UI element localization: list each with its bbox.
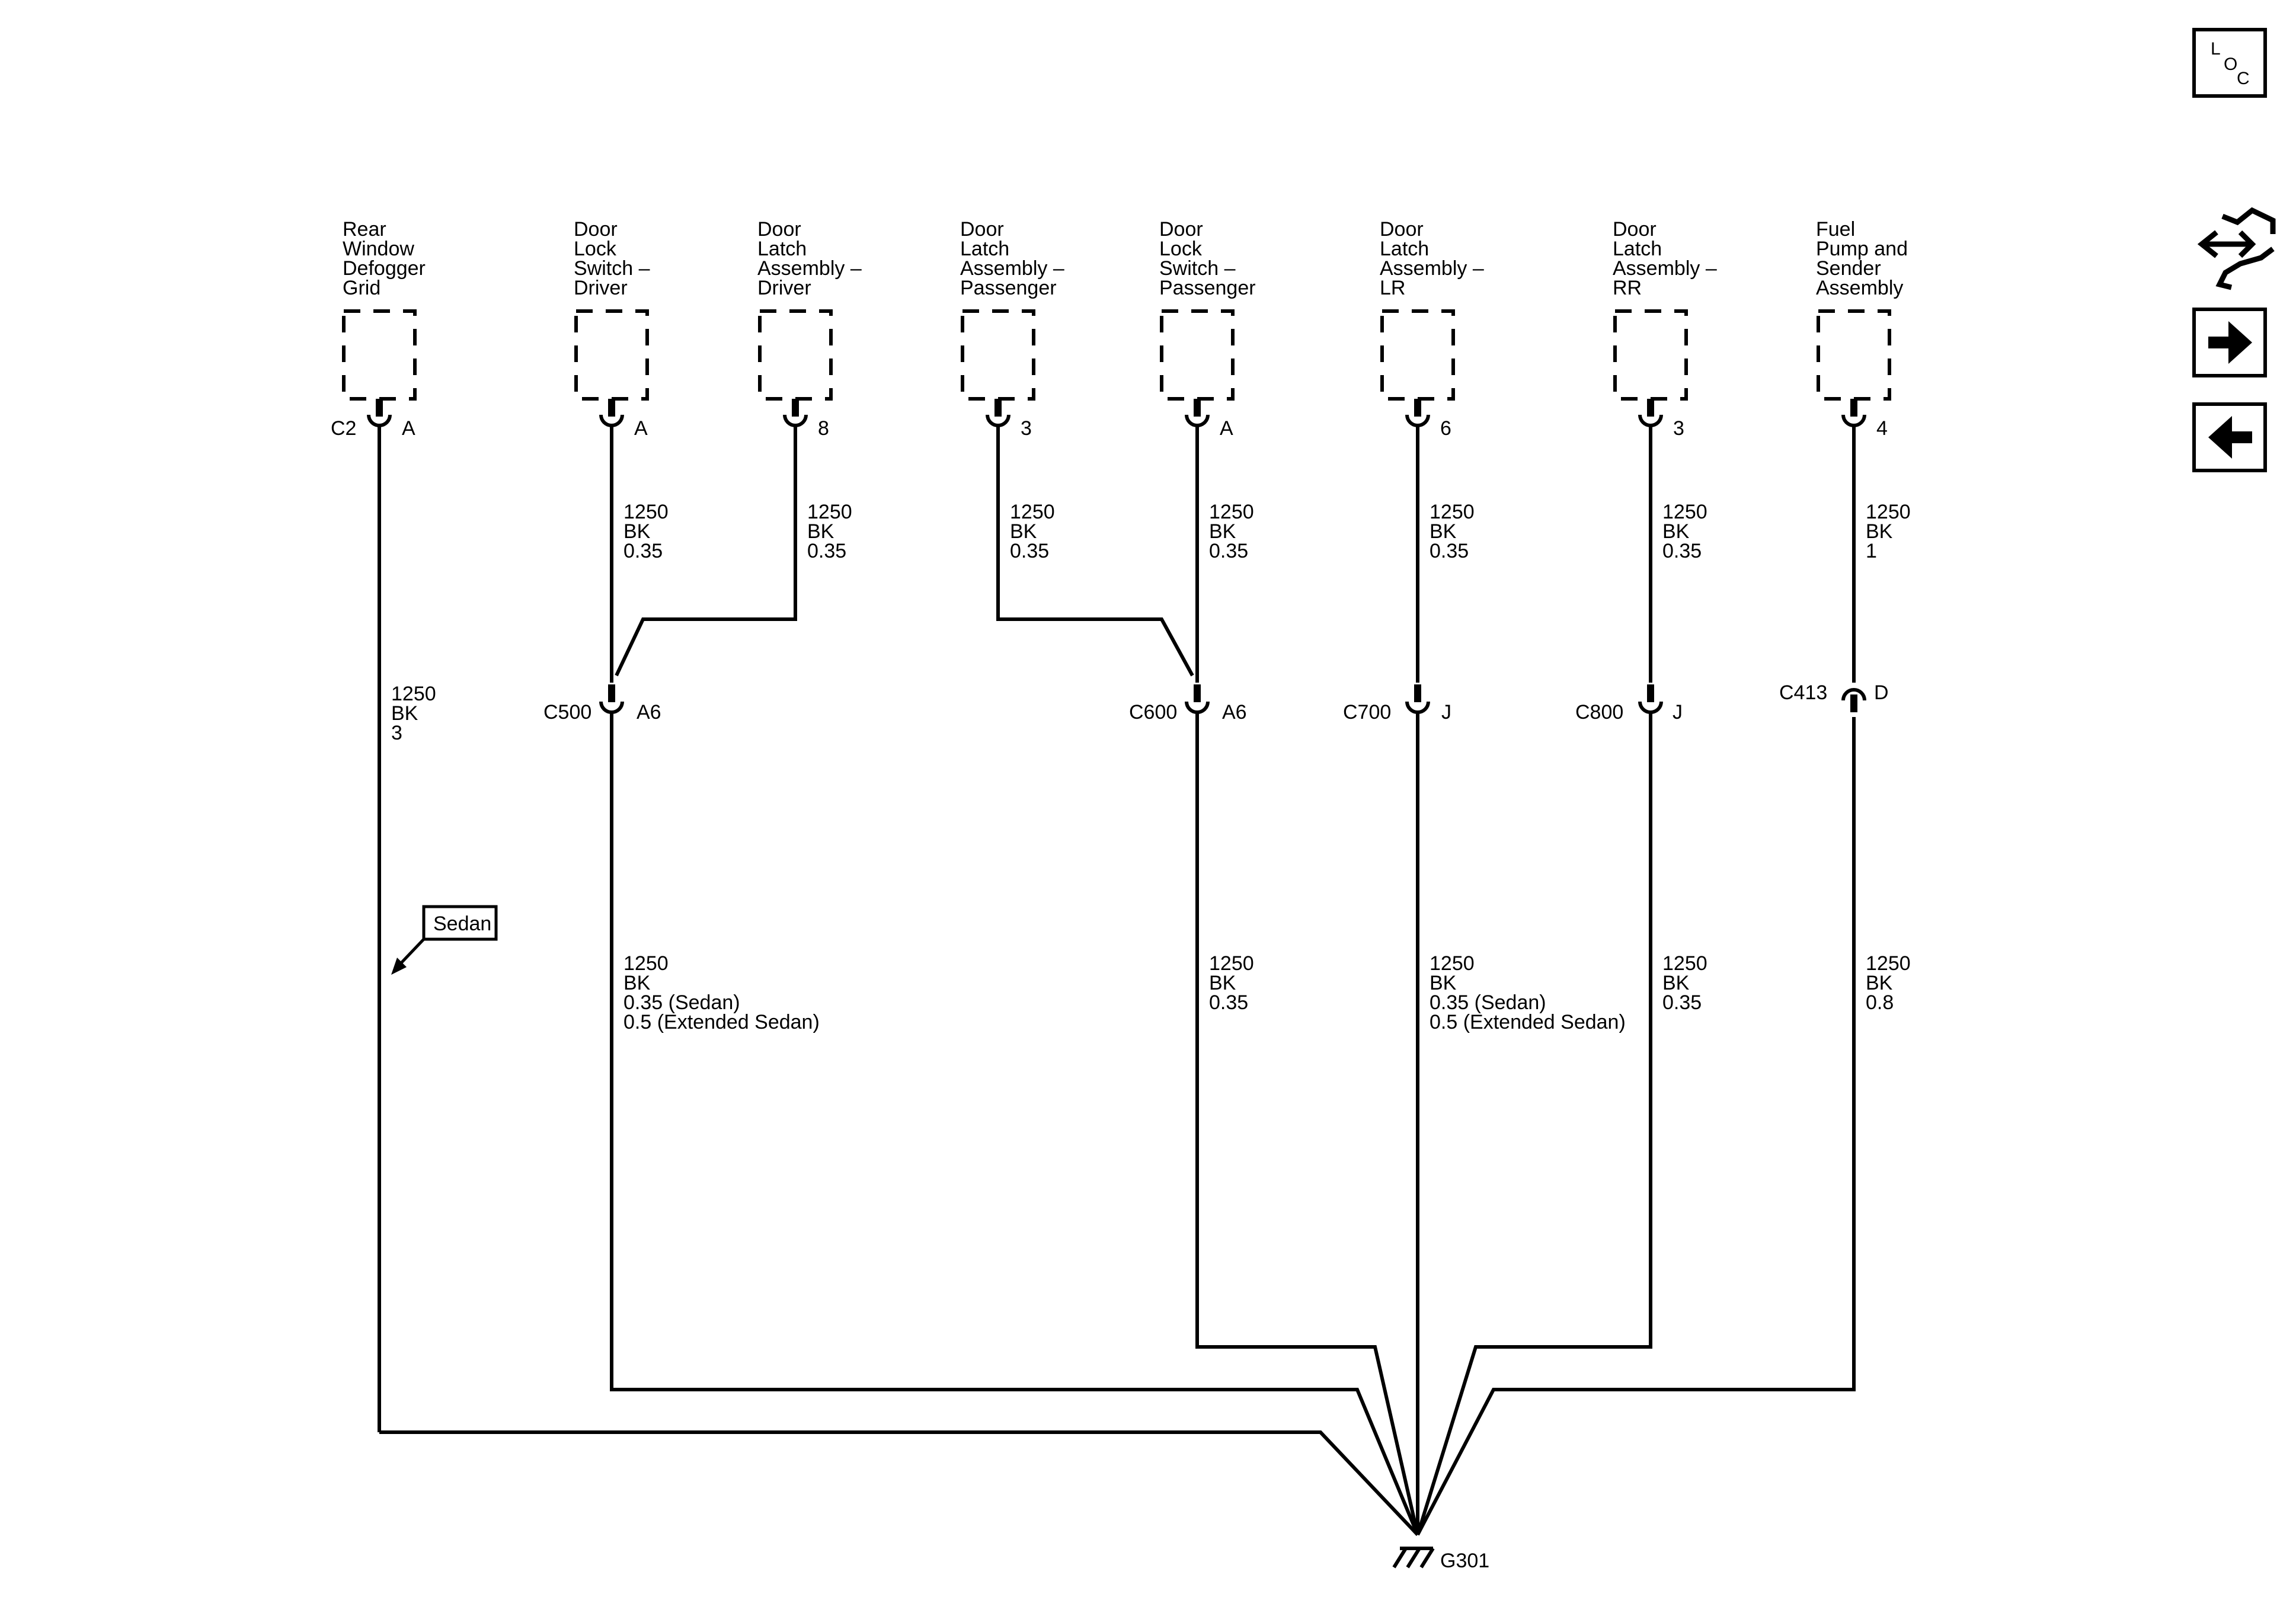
inline-connector-labels: C500 A6 C600 A6 C700 J C800 J C413 D <box>543 681 1889 724</box>
component-box-door-lock-switch-passenger <box>1160 309 1235 401</box>
wire <box>610 711 1419 1536</box>
wire <box>615 427 797 677</box>
connector-swap-icon <box>2197 207 2276 290</box>
loc-icon: L O C <box>2211 39 2250 88</box>
pin-label: 3 <box>1021 417 1032 440</box>
wire <box>1416 717 1856 1536</box>
pin-terminal <box>599 399 624 427</box>
pin-label: 6 <box>1440 417 1451 440</box>
pin-terminal <box>1638 399 1663 427</box>
ground-symbol <box>1392 1547 1435 1569</box>
svg-text:L: L <box>2211 39 2221 59</box>
pin-terminal <box>1405 399 1430 427</box>
pin-label: A <box>402 417 415 440</box>
connector-name: C600 <box>1129 701 1177 724</box>
next-page-button[interactable] <box>2192 308 2267 377</box>
connector-name: C413 <box>1779 681 1827 704</box>
inline-connector-c500 <box>599 684 624 714</box>
pin-terminal <box>986 399 1011 427</box>
inline-connector-c800 <box>1638 684 1663 714</box>
component-box-door-lock-switch-driver <box>574 309 649 401</box>
ground-label: G301 <box>1440 1550 1489 1572</box>
option-flag-sedan: Sedan <box>391 905 498 975</box>
connector-swap-button[interactable] <box>2197 207 2276 290</box>
component-box-door-latch-passenger <box>961 309 1035 401</box>
inline-connector-c700 <box>1405 684 1430 714</box>
wire <box>1416 711 1652 1535</box>
connector-pin: J <box>1673 701 1683 724</box>
connector-pin: A6 <box>1222 701 1247 724</box>
connector-pin: D <box>1874 681 1889 704</box>
pin-label-left: C2 <box>331 417 356 440</box>
previous-page-button[interactable] <box>2192 402 2267 472</box>
pin-terminal <box>367 399 392 427</box>
pin-label: 4 <box>1876 417 1888 440</box>
connector-name: C700 <box>1343 701 1391 724</box>
component-boxes <box>342 309 1891 401</box>
pin-label: 8 <box>818 417 829 440</box>
inline-connector-c413 <box>1841 688 1866 712</box>
option-flag-label: Sedan <box>433 913 491 935</box>
pin-terminal <box>1185 399 1210 427</box>
connector-pin: J <box>1441 701 1451 724</box>
wire <box>379 1430 1419 1537</box>
connector-pin: A6 <box>637 701 661 724</box>
pin-label: A <box>1220 417 1233 440</box>
arrow-right-icon <box>2208 321 2252 364</box>
component-box-fuel-pump <box>1817 309 1891 401</box>
pin-terminal <box>1841 399 1866 427</box>
pin-label: A <box>634 417 648 440</box>
component-box-rear-defogger <box>342 309 417 401</box>
loc-button[interactable]: L O C <box>2192 28 2267 98</box>
component-box-door-latch-driver <box>758 309 833 401</box>
pin-terminal <box>783 399 808 427</box>
component-box-door-latch-lr <box>1380 309 1455 401</box>
wire <box>996 427 1194 677</box>
upper-wires <box>378 427 1856 1432</box>
inline-connector-c600 <box>1185 684 1210 714</box>
svg-text:C: C <box>2237 69 2250 88</box>
connector-name: C800 <box>1575 701 1623 724</box>
component-pin-labels: C2 A A 8 3 A 6 3 4 <box>331 417 1888 440</box>
lower-wires <box>379 711 1856 1537</box>
component-box-door-latch-rr <box>1613 309 1688 401</box>
arrow-left-icon <box>2208 416 2252 459</box>
svg-text:O: O <box>2224 55 2237 74</box>
connector-name: C500 <box>543 701 591 724</box>
wire <box>1195 711 1419 1535</box>
pin-label: 3 <box>1673 417 1684 440</box>
component-pins <box>367 399 1866 427</box>
